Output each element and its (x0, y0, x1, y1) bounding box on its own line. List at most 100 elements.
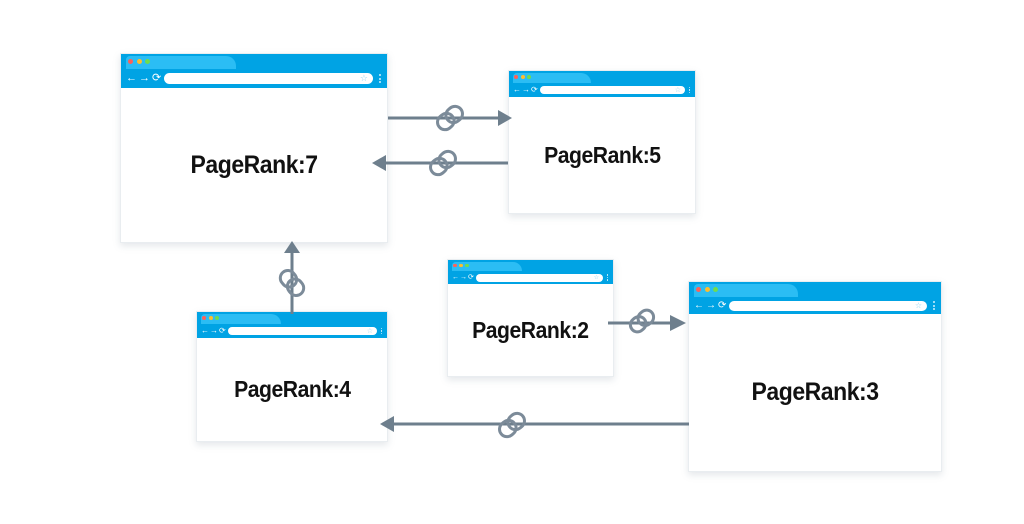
close-dot-icon[interactable] (514, 75, 518, 79)
window-traffic-lights (453, 263, 469, 268)
tab-strip (121, 54, 387, 69)
nav-buttons: ← → ⟳ (452, 274, 474, 281)
edge-pr7-to-pr5 (386, 96, 514, 140)
active-tab[interactable] (694, 284, 798, 297)
bookmark-star-icon[interactable]: ☆ (359, 73, 368, 83)
back-arrow-icon[interactable]: ← (126, 72, 137, 84)
reload-icon[interactable]: ⟳ (152, 72, 162, 84)
tab-strip (197, 312, 387, 324)
bookmark-star-icon[interactable]: ☆ (593, 274, 599, 281)
maximize-dot-icon[interactable] (465, 263, 469, 268)
tab-strip (448, 260, 613, 271)
browser-chrome: ← → ⟳ ☆ (121, 54, 387, 88)
link-icon (436, 104, 464, 132)
browser-window-pr3[interactable]: ← → ⟳ ☆ PageRank:3 (688, 281, 942, 472)
browser-window-pr4[interactable]: ← → ⟳ ☆ PageRank:4 (196, 311, 388, 442)
bookmark-star-icon[interactable]: ☆ (914, 300, 922, 310)
window-traffic-lights (696, 287, 718, 292)
menu-kebab-icon[interactable] (687, 86, 692, 94)
maximize-dot-icon[interactable] (527, 75, 531, 79)
active-tab[interactable] (126, 56, 236, 69)
page-viewport: PageRank:3 (689, 314, 941, 471)
reload-icon[interactable]: ⟳ (468, 274, 474, 281)
window-traffic-lights (202, 316, 219, 320)
back-arrow-icon[interactable]: ← (513, 85, 521, 94)
pagerank-label: PageRank:5 (543, 141, 661, 168)
link-icon (498, 411, 526, 439)
active-tab[interactable] (513, 73, 591, 83)
window-traffic-lights (514, 75, 531, 79)
edge-pr2-to-pr3 (606, 301, 688, 345)
pagerank-label: PageRank:3 (751, 378, 879, 406)
browser-toolbar: ← → ⟳ ☆ (197, 324, 387, 338)
back-arrow-icon[interactable]: ← (452, 274, 459, 281)
forward-arrow-icon[interactable]: → (139, 72, 150, 84)
maximize-dot-icon[interactable] (145, 59, 150, 64)
menu-kebab-icon[interactable] (605, 274, 610, 281)
close-dot-icon[interactable] (128, 59, 133, 64)
nav-buttons: ← → ⟳ (694, 299, 727, 311)
browser-toolbar: ← → ⟳ ☆ (121, 69, 387, 88)
tab-strip (509, 71, 695, 83)
close-dot-icon[interactable] (202, 316, 206, 320)
menu-kebab-icon[interactable] (930, 301, 937, 310)
link-icon (429, 149, 457, 177)
pagerank-label: PageRank:4 (233, 376, 351, 402)
page-viewport: PageRank:7 (121, 88, 387, 242)
address-bar[interactable]: ☆ (475, 273, 603, 282)
edge-pr5-to-pr7 (370, 141, 510, 185)
back-arrow-icon[interactable]: ← (694, 299, 704, 311)
tab-strip (689, 282, 941, 297)
browser-chrome: ← → ⟳ ☆ (689, 282, 941, 314)
browser-chrome: ← → ⟳ ☆ (197, 312, 387, 338)
minimize-dot-icon[interactable] (459, 263, 463, 268)
forward-arrow-icon[interactable]: → (210, 326, 218, 335)
minimize-dot-icon[interactable] (704, 287, 710, 292)
reload-icon[interactable]: ⟳ (219, 326, 226, 335)
close-dot-icon[interactable] (696, 287, 701, 292)
arrow-head (670, 315, 686, 331)
browser-toolbar: ← → ⟳ ☆ (509, 83, 695, 97)
browser-chrome: ← → ⟳ ☆ (509, 71, 695, 97)
forward-arrow-icon[interactable]: → (522, 85, 530, 94)
browser-chrome: ← → ⟳ ☆ (448, 260, 613, 284)
bookmark-star-icon[interactable]: ☆ (674, 86, 681, 94)
page-viewport: PageRank:5 (509, 97, 695, 213)
minimize-dot-icon[interactable] (208, 316, 213, 320)
nav-buttons: ← → ⟳ (513, 86, 538, 94)
browser-toolbar: ← → ⟳ ☆ (448, 271, 613, 284)
minimize-dot-icon[interactable] (136, 59, 142, 64)
reload-icon[interactable]: ⟳ (531, 85, 538, 94)
back-arrow-icon[interactable]: ← (201, 326, 209, 335)
nav-buttons: ← → ⟳ (126, 73, 161, 84)
address-bar[interactable]: ☆ (164, 73, 373, 84)
browser-toolbar: ← → ⟳ ☆ (689, 297, 941, 314)
minimize-dot-icon[interactable] (520, 75, 525, 79)
close-dot-icon[interactable] (453, 263, 457, 268)
browser-window-pr2[interactable]: ← → ⟳ ☆ PageRank:2 (447, 259, 614, 377)
link-icon (278, 269, 306, 297)
forward-arrow-icon[interactable]: → (460, 274, 467, 281)
pagerank-label: PageRank:2 (472, 316, 589, 343)
address-bar[interactable]: ☆ (227, 327, 377, 335)
reload-icon[interactable]: ⟳ (718, 299, 727, 311)
maximize-dot-icon[interactable] (215, 316, 219, 320)
browser-window-pr7[interactable]: ← → ⟳ ☆ PageRank:7 (120, 53, 388, 243)
active-tab[interactable] (452, 262, 522, 271)
forward-arrow-icon[interactable]: → (706, 299, 716, 311)
address-bar[interactable]: ☆ (729, 300, 927, 311)
bookmark-star-icon[interactable]: ☆ (366, 327, 373, 335)
active-tab[interactable] (201, 314, 281, 324)
address-bar[interactable]: ☆ (539, 86, 685, 94)
page-viewport: PageRank:2 (448, 284, 613, 376)
pagerank-label: PageRank:7 (190, 150, 318, 179)
nav-buttons: ← → ⟳ (201, 327, 226, 335)
menu-kebab-icon[interactable] (379, 327, 384, 335)
edge-pr3-to-pr4 (378, 401, 690, 447)
menu-kebab-icon[interactable] (376, 74, 383, 83)
maximize-dot-icon[interactable] (713, 287, 718, 292)
window-traffic-lights (128, 59, 150, 64)
page-viewport: PageRank:4 (197, 338, 387, 441)
browser-window-pr5[interactable]: ← → ⟳ ☆ PageRank:5 (508, 70, 696, 214)
